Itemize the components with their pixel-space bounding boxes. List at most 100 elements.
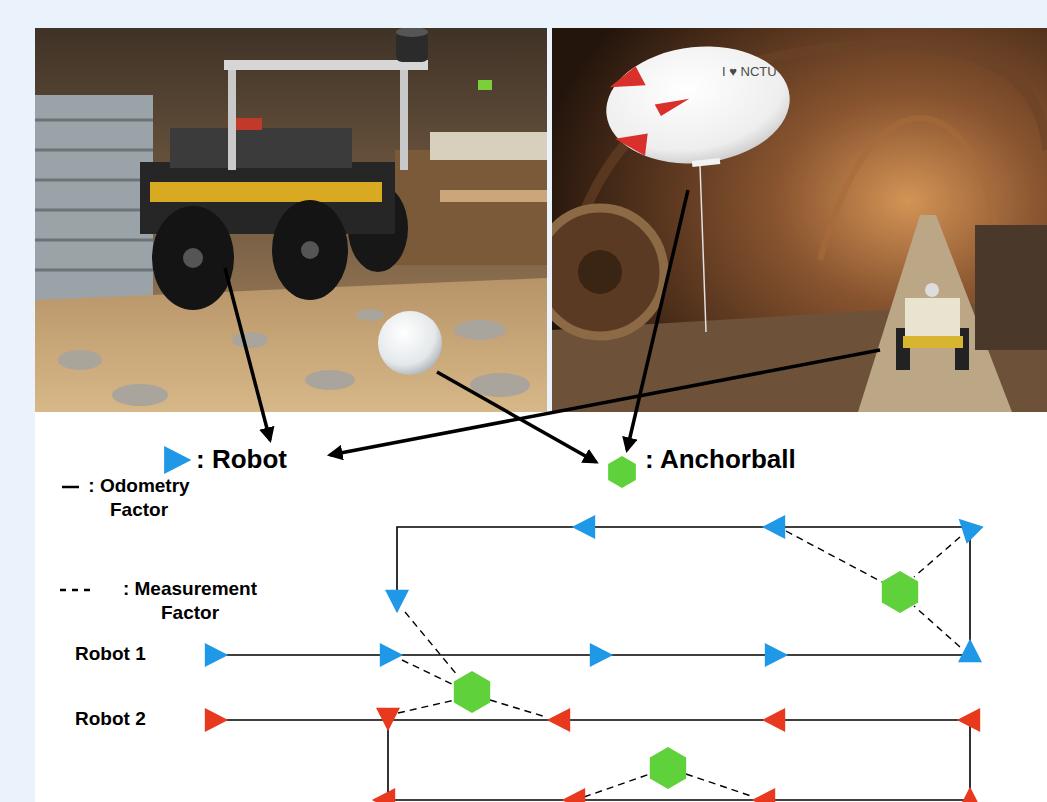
row-label: Robot 1 — [75, 642, 146, 666]
measurement-factor — [786, 531, 882, 582]
robot-pose — [752, 788, 775, 802]
pointer-arrows — [225, 190, 880, 462]
blimp-print: I ♥ NCTU — [722, 64, 777, 80]
odometry-factor — [387, 720, 389, 802]
robot-pose — [562, 788, 585, 802]
tunnel-wall — [35, 28, 547, 412]
diagram-panel — [35, 412, 1047, 802]
blimp-hull — [600, 38, 795, 173]
rocks — [470, 373, 530, 397]
robot-bumper — [903, 336, 963, 348]
legend-text: : Anchorball — [645, 443, 796, 476]
robot-pose — [547, 708, 570, 732]
rocks — [232, 332, 268, 348]
plate-edges — [35, 179, 153, 182]
rocks — [454, 320, 506, 340]
frame-top — [224, 60, 428, 70]
electronics-box — [170, 128, 352, 168]
legend-text: : Odometry Factor — [80, 474, 198, 522]
plate-edges — [35, 119, 153, 122]
rocks — [58, 309, 530, 406]
robot-pose — [958, 639, 982, 662]
robot-symbol — [164, 446, 191, 474]
dashed-line-sample — [60, 589, 90, 592]
wheel — [272, 200, 348, 300]
gondola — [692, 158, 720, 167]
odometry-factor — [215, 720, 970, 802]
robot-pose — [590, 643, 613, 667]
robot-pose — [762, 515, 785, 539]
pointer-arrow — [627, 190, 688, 450]
plate-edges — [35, 239, 153, 242]
odometry-factor — [215, 527, 970, 655]
robot-pose — [385, 590, 409, 613]
blimp — [600, 38, 795, 176]
plate-edges — [35, 120, 153, 270]
robot-pose — [762, 708, 785, 732]
rocks — [356, 309, 384, 321]
plate-edges — [35, 209, 153, 212]
robot-sensor — [925, 283, 939, 297]
debris-pile — [975, 225, 1047, 350]
photo-ground-robot — [35, 28, 547, 412]
odometry-factor — [388, 799, 970, 801]
pointer-arrow — [225, 268, 270, 440]
measurement-factor — [686, 774, 754, 797]
blimp-fin — [615, 133, 650, 158]
factor-graph — [205, 510, 984, 802]
wall-sign — [478, 80, 492, 90]
robot-pose — [572, 515, 595, 539]
wheel-hub — [301, 241, 319, 259]
measurement-factor — [402, 660, 454, 685]
plate-stack — [35, 95, 153, 300]
gear-hub — [578, 250, 622, 294]
photo-tunnel — [552, 28, 1047, 412]
wheel-hub — [183, 248, 203, 268]
measurement-factor — [914, 606, 960, 647]
pointer-arrow — [437, 372, 596, 462]
blimp-fin — [655, 99, 691, 117]
robot-pose — [380, 643, 403, 667]
paper-stack — [430, 132, 547, 160]
tunnel-arch — [820, 118, 1000, 260]
robot-pose — [205, 708, 228, 732]
yellow-panel — [150, 182, 382, 202]
anchorball-node — [882, 571, 918, 613]
legend-samples — [60, 446, 636, 590]
lidar-top — [396, 28, 428, 37]
pallet-slat — [440, 190, 547, 202]
rocks — [58, 350, 102, 370]
anchorball-photo — [378, 311, 442, 375]
row-label: Robot 2 — [75, 707, 146, 731]
pallet-bundle — [395, 150, 547, 265]
robot-pose — [957, 708, 980, 732]
status-light — [236, 118, 262, 130]
legend-text: : Robot — [196, 443, 287, 476]
plate-edges — [35, 269, 153, 272]
tether — [700, 165, 706, 332]
robot-pose — [372, 788, 395, 802]
robot-pose — [205, 643, 228, 667]
wheel — [152, 206, 234, 310]
measurement-factor — [490, 700, 546, 717]
anchorball-node — [454, 671, 490, 713]
measurement-factor — [405, 612, 458, 676]
robot-pose — [950, 510, 984, 544]
tunnel-robot — [896, 283, 969, 370]
pointer-arrow — [330, 350, 880, 455]
solid-line-sample — [62, 486, 79, 489]
frame-post — [228, 68, 236, 170]
measurement-factor — [914, 537, 960, 577]
gear-machine — [552, 208, 664, 336]
robot-pose — [765, 643, 788, 667]
robot-pose — [958, 787, 982, 802]
frame-post — [400, 68, 408, 170]
anchorball-node — [650, 747, 686, 789]
ground-robot — [140, 28, 428, 310]
rocks — [112, 384, 168, 406]
robot-pose — [376, 708, 400, 731]
blimp-fin — [608, 65, 646, 89]
